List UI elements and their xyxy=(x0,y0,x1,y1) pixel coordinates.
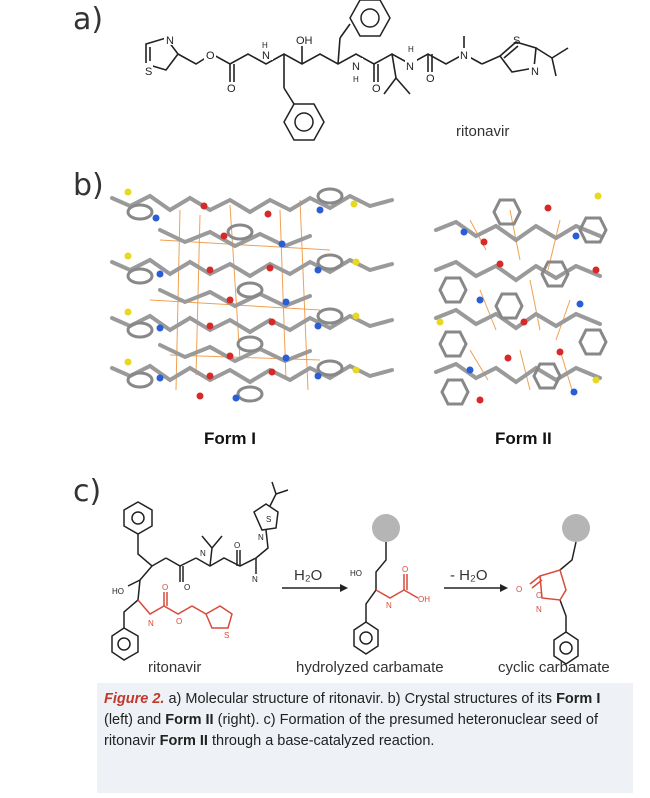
atom-n-label: N xyxy=(352,61,360,73)
caption-form-ii: Form II xyxy=(165,712,214,728)
atom-h-label: H xyxy=(408,45,414,54)
form-i-label: Form I xyxy=(204,429,256,448)
form-ii-crystal-structure xyxy=(434,192,608,406)
atom-h-label: H xyxy=(353,75,359,84)
atom-s-label: S xyxy=(145,66,152,78)
reagent-minus-water-label: - H₂O xyxy=(450,567,488,584)
benzene-rings xyxy=(283,0,391,141)
atom-o-label: O xyxy=(516,585,522,594)
ritonavir-label-a: ritonavir xyxy=(456,123,509,140)
resin-sphere-icon xyxy=(562,514,590,542)
reaction-arrow-1: H₂O xyxy=(282,567,348,592)
ritonavir-skeleton xyxy=(145,23,569,105)
atom-oh-label: OH xyxy=(296,35,313,47)
panel-label-a: a) xyxy=(73,2,104,37)
atom-h-label: H xyxy=(262,41,268,50)
atom-o-label: O xyxy=(234,541,240,550)
heteroatoms-form-ii xyxy=(436,192,602,404)
panel-label-c: c) xyxy=(73,474,102,509)
caption-form-i: Form I xyxy=(556,691,601,707)
caption-text-2: (left) and xyxy=(104,712,166,728)
caption-form-ii-b: Form II xyxy=(159,733,208,749)
atom-o-label: O xyxy=(162,583,168,592)
heteroatoms-form-i xyxy=(124,188,360,402)
atom-o-label: O xyxy=(184,583,190,592)
atom-n-label: N xyxy=(386,601,392,610)
atom-n-label: N xyxy=(262,50,270,62)
cyclic-carbamate-label: cyclic carbamate xyxy=(498,659,610,676)
atom-o-label: O xyxy=(227,83,236,95)
hydrolyzed-carbamate-label: hydrolyzed carbamate xyxy=(296,659,444,676)
cyclic-carbamate-structure: O O N cyclic carbamate xyxy=(498,514,610,676)
atom-ho-label: HO xyxy=(350,569,362,578)
atom-n-label: N xyxy=(460,50,468,62)
caption-figure-number: Figure 2. xyxy=(104,691,165,707)
caption-text-1: a) Molecular structure of ritonavir. b) … xyxy=(164,691,557,707)
panel-label-b: b) xyxy=(73,168,104,203)
atom-ho-label: HO xyxy=(112,587,124,596)
caption-background xyxy=(97,683,633,793)
atom-s-label: S xyxy=(513,35,520,47)
aromatic-rings-form-ii xyxy=(438,198,608,406)
atom-o-label: O xyxy=(402,565,408,574)
atom-n-label: N xyxy=(406,61,414,73)
atom-n-label: N xyxy=(200,549,206,558)
atom-n-label: N xyxy=(148,619,154,628)
reaction-arrow-2: - H₂O xyxy=(444,567,508,592)
caption-text-4: through a base-catalyzed reaction. xyxy=(207,733,435,749)
atom-o-label: O xyxy=(206,50,215,62)
atom-s-label: S xyxy=(266,515,271,524)
form-ii-label: Form II xyxy=(495,429,552,448)
resin-sphere-icon xyxy=(372,514,400,542)
molecule-sticks-form-ii xyxy=(434,219,602,385)
atom-n-label: N xyxy=(531,66,539,78)
ritonavir-label-c: ritonavir xyxy=(148,659,201,676)
atom-n-label: N xyxy=(536,605,542,614)
atom-oh-label: OH xyxy=(418,595,430,604)
atom-s-label: S xyxy=(224,631,229,640)
hydrolyzed-carbamate-structure: HO N O OH hydrolyzed carbamate xyxy=(296,514,444,676)
atom-o-label: O xyxy=(176,617,182,626)
aromatic-rings-form-i xyxy=(126,187,344,403)
ritonavir-structure-c: HO O N O N N S N O O S ritonavir xyxy=(111,481,289,676)
atom-o-label: O xyxy=(372,83,381,95)
atom-o-label: O xyxy=(426,73,435,85)
reagent-water-label: H₂O xyxy=(294,567,322,584)
figure-caption: Figure 2. a) Molecular structure of rito… xyxy=(104,689,624,752)
atom-n-label: N xyxy=(166,35,174,47)
form-i-crystal-structure xyxy=(110,187,394,403)
caption-text-3: (right). c) Formation of the presumed he… xyxy=(104,712,599,749)
atom-n-label: N xyxy=(258,533,264,542)
molecule-sticks-form-i xyxy=(110,193,394,385)
atom-n-label: N xyxy=(252,575,258,584)
atom-o-label: O xyxy=(536,591,542,600)
